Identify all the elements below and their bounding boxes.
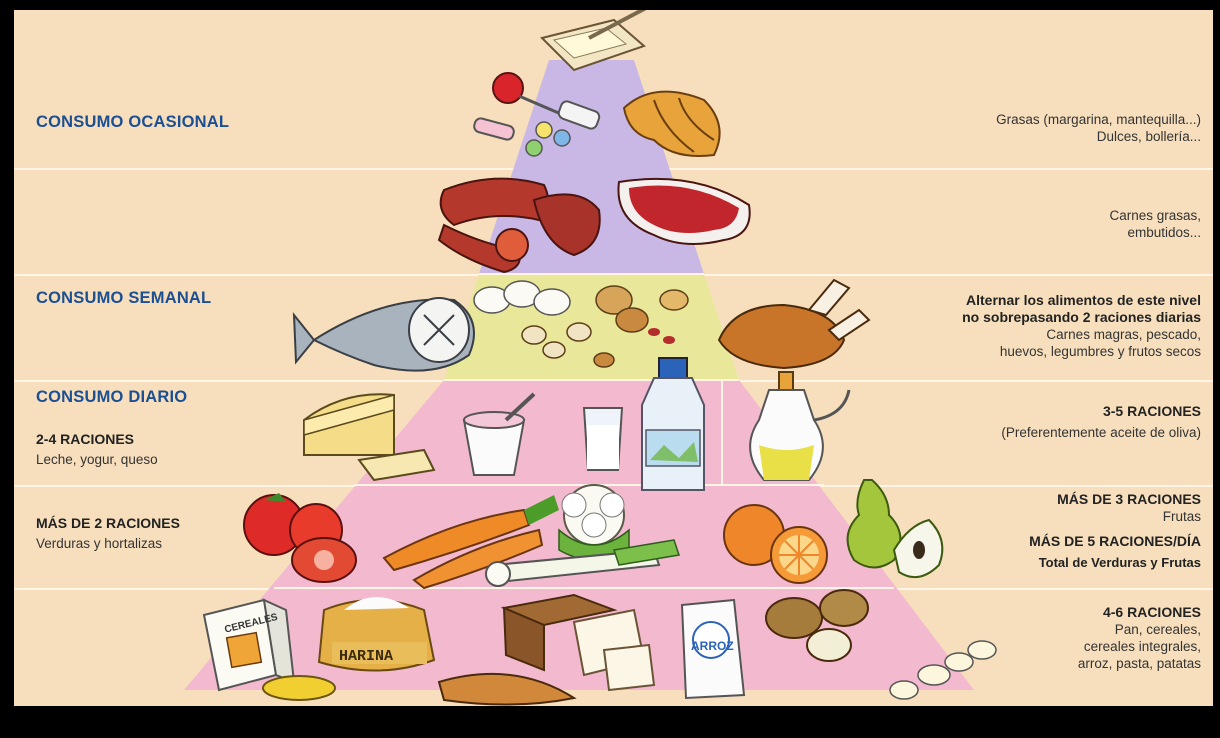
glass-of-milk-icon bbox=[584, 408, 622, 470]
flour-sack-label: HARINA bbox=[339, 648, 393, 665]
dairy-servings: 2-4 RACIONES bbox=[36, 431, 134, 447]
oil-note: 3-5 RACIONES (Preferentemente aceite de … bbox=[1001, 403, 1201, 441]
vegetable-servings: MÁS DE 2 RACIONES bbox=[36, 515, 180, 531]
corn-icon bbox=[263, 676, 335, 700]
rice-bag-label: ARROZ bbox=[691, 639, 734, 653]
olive-oil-icon bbox=[750, 372, 849, 480]
cereal-box-icon bbox=[204, 600, 294, 690]
roast-chicken-icon bbox=[719, 280, 869, 368]
heading-consumo-semanal: CONSUMO SEMANAL bbox=[36, 289, 211, 308]
vegetable-foods: Verduras y hortalizas bbox=[36, 535, 162, 552]
heading-consumo-diario: CONSUMO DIARIO bbox=[36, 388, 187, 407]
fatty-meats-note: Carnes grasas, embutidos... bbox=[1109, 207, 1201, 241]
fats-sweets-note: Grasas (margarina, mantequilla...) Dulce… bbox=[996, 111, 1201, 145]
cereals-note: 4-6 RACIONES Pan, cereales, cereales int… bbox=[1078, 604, 1201, 672]
dairy-foods: Leche, yogur, queso bbox=[36, 451, 158, 468]
pear-icon bbox=[848, 480, 943, 577]
fruit-note: MÁS DE 3 RACIONES Frutas MÁS DE 5 RACION… bbox=[1029, 491, 1201, 571]
heading-consumo-ocasional: CONSUMO OCASIONAL bbox=[36, 113, 229, 132]
weekly-note: Alternar los alimentos de este nivel no … bbox=[962, 292, 1201, 360]
fish-icon bbox=[294, 298, 474, 371]
food-pyramid-canvas: CEREALES HARINA ARROZ CONSUMO OCASIONAL … bbox=[14, 10, 1213, 706]
